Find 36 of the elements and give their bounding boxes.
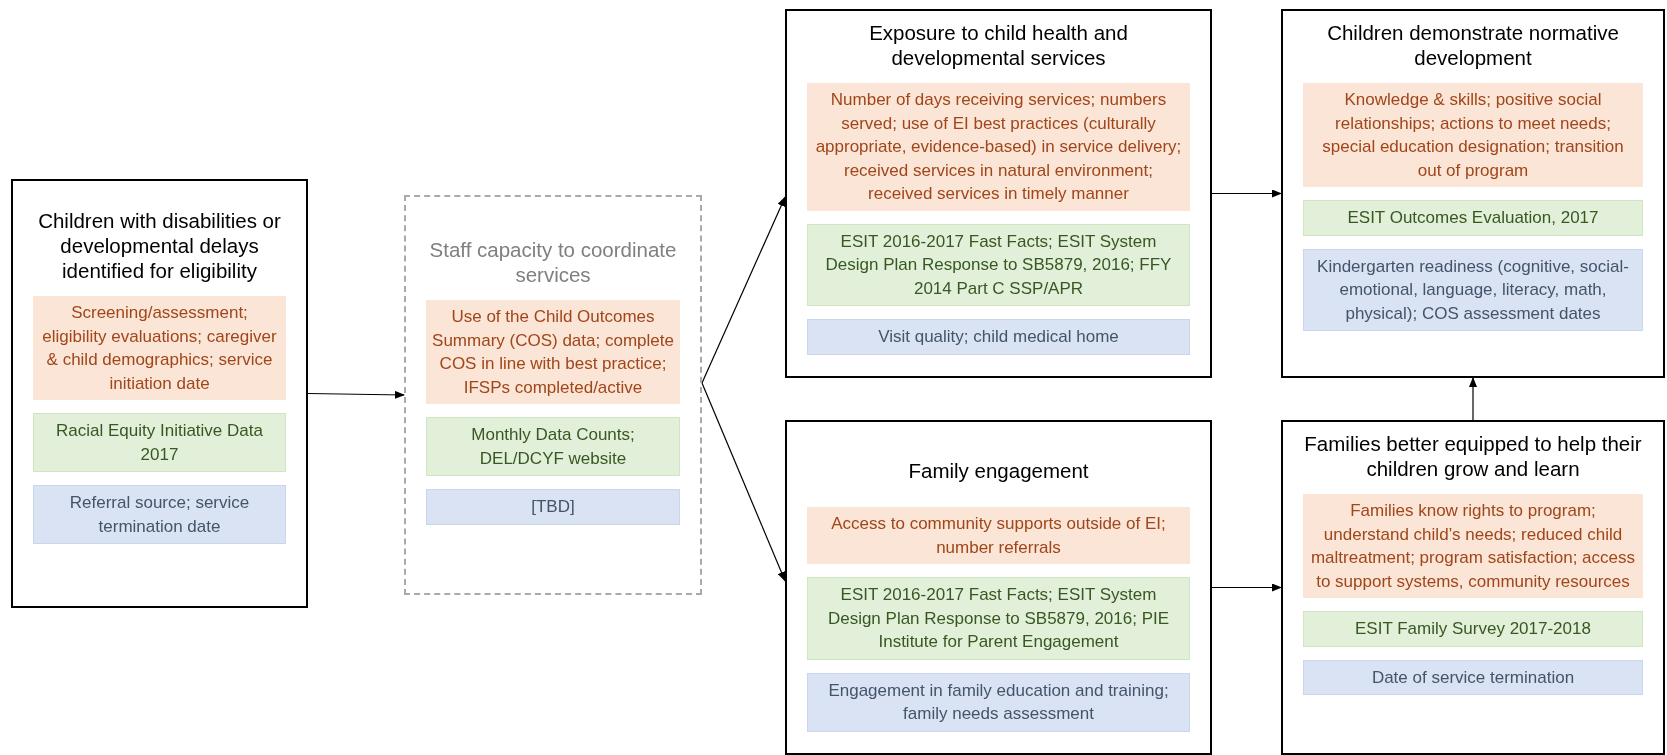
box-title: Children with disabilities or developmental delays identified for eligibility: [37, 208, 282, 283]
outcome-box: [1281, 9, 1665, 378]
data-source-box: ESIT Family Survey 2017-2018: [1303, 611, 1643, 647]
arrow: [701, 196, 786, 384]
outcome-box: [11, 179, 308, 608]
measure-box: Visit quality; child medical home: [807, 319, 1190, 355]
outcome-box: [1281, 420, 1665, 755]
box-title: Family engagement: [907, 458, 1090, 483]
data-source-box: ESIT Outcomes Evaluation, 2017: [1303, 200, 1643, 236]
box-title: Children demonstrate normative development: [1326, 20, 1620, 70]
box-title: Staff capacity to coordinate services: [428, 237, 678, 287]
box-title: Exposure to child health and developmental services: [868, 20, 1129, 70]
indicator-box: Screening/assessment; eligibility evaluations; caregiver & child demographics; service initiation date: [33, 296, 286, 400]
arrow: [1469, 377, 1477, 421]
arrow: [1211, 583, 1282, 592]
measure-box: Referral source; service termination date: [33, 485, 286, 544]
indicator-box: Use of the Child Outcomes Summary (COS) data; complete COS in line with best practice; IFSPs completed/active: [426, 300, 680, 404]
box-title: Families better equipped to help their children grow and learn: [1303, 431, 1643, 481]
data-source-box: ESIT 2016-2017 Fast Facts; ESIT System Design Plan Response to SB5879, 2016; FFY 2014 Part C SSP/APR: [807, 223, 1190, 306]
indicator-box: Access to community supports outside of EI; number referrals: [807, 507, 1190, 564]
arrow: [307, 390, 405, 399]
indicator-box: Number of days receiving services; numbers served; use of EI best practices (culturally appropriate, evidence-based) in service delivery; received services in natural environment; received services in timely manner: [807, 83, 1190, 211]
measure-box: Kindergarten readiness (cognitive, social-emotional, language, literacy, math, physical); COS assessment dates: [1303, 248, 1643, 331]
data-source-box: Racial Equity Initiative Data 2017: [33, 413, 286, 472]
arrow: [701, 382, 786, 582]
indicator-box: Knowledge & skills; positive social relationships; actions to meet needs; special education designation; transition out of program: [1303, 83, 1643, 187]
measure-box: Engagement in family education and training; family needs assessment: [807, 672, 1190, 732]
outcome-box: [785, 420, 1212, 755]
arrow: [1211, 189, 1282, 198]
data-source-box: ESIT 2016-2017 Fast Facts; ESIT System Design Plan Response to SB5879, 2016; PIE Institute for Parent Engagement: [807, 577, 1190, 660]
data-source-box: Monthly Data Counts; DEL/DCYF website: [426, 417, 680, 476]
measure-box: Date of service termination: [1303, 659, 1643, 695]
measure-box: [TBD]: [426, 489, 680, 525]
indicator-box: Families know rights to program; understand child’s needs; reduced child maltreatment; program satisfaction; access to support systems, community resources: [1303, 494, 1643, 598]
outcome-box: [785, 9, 1212, 378]
dashed-process-box: [404, 195, 702, 595]
